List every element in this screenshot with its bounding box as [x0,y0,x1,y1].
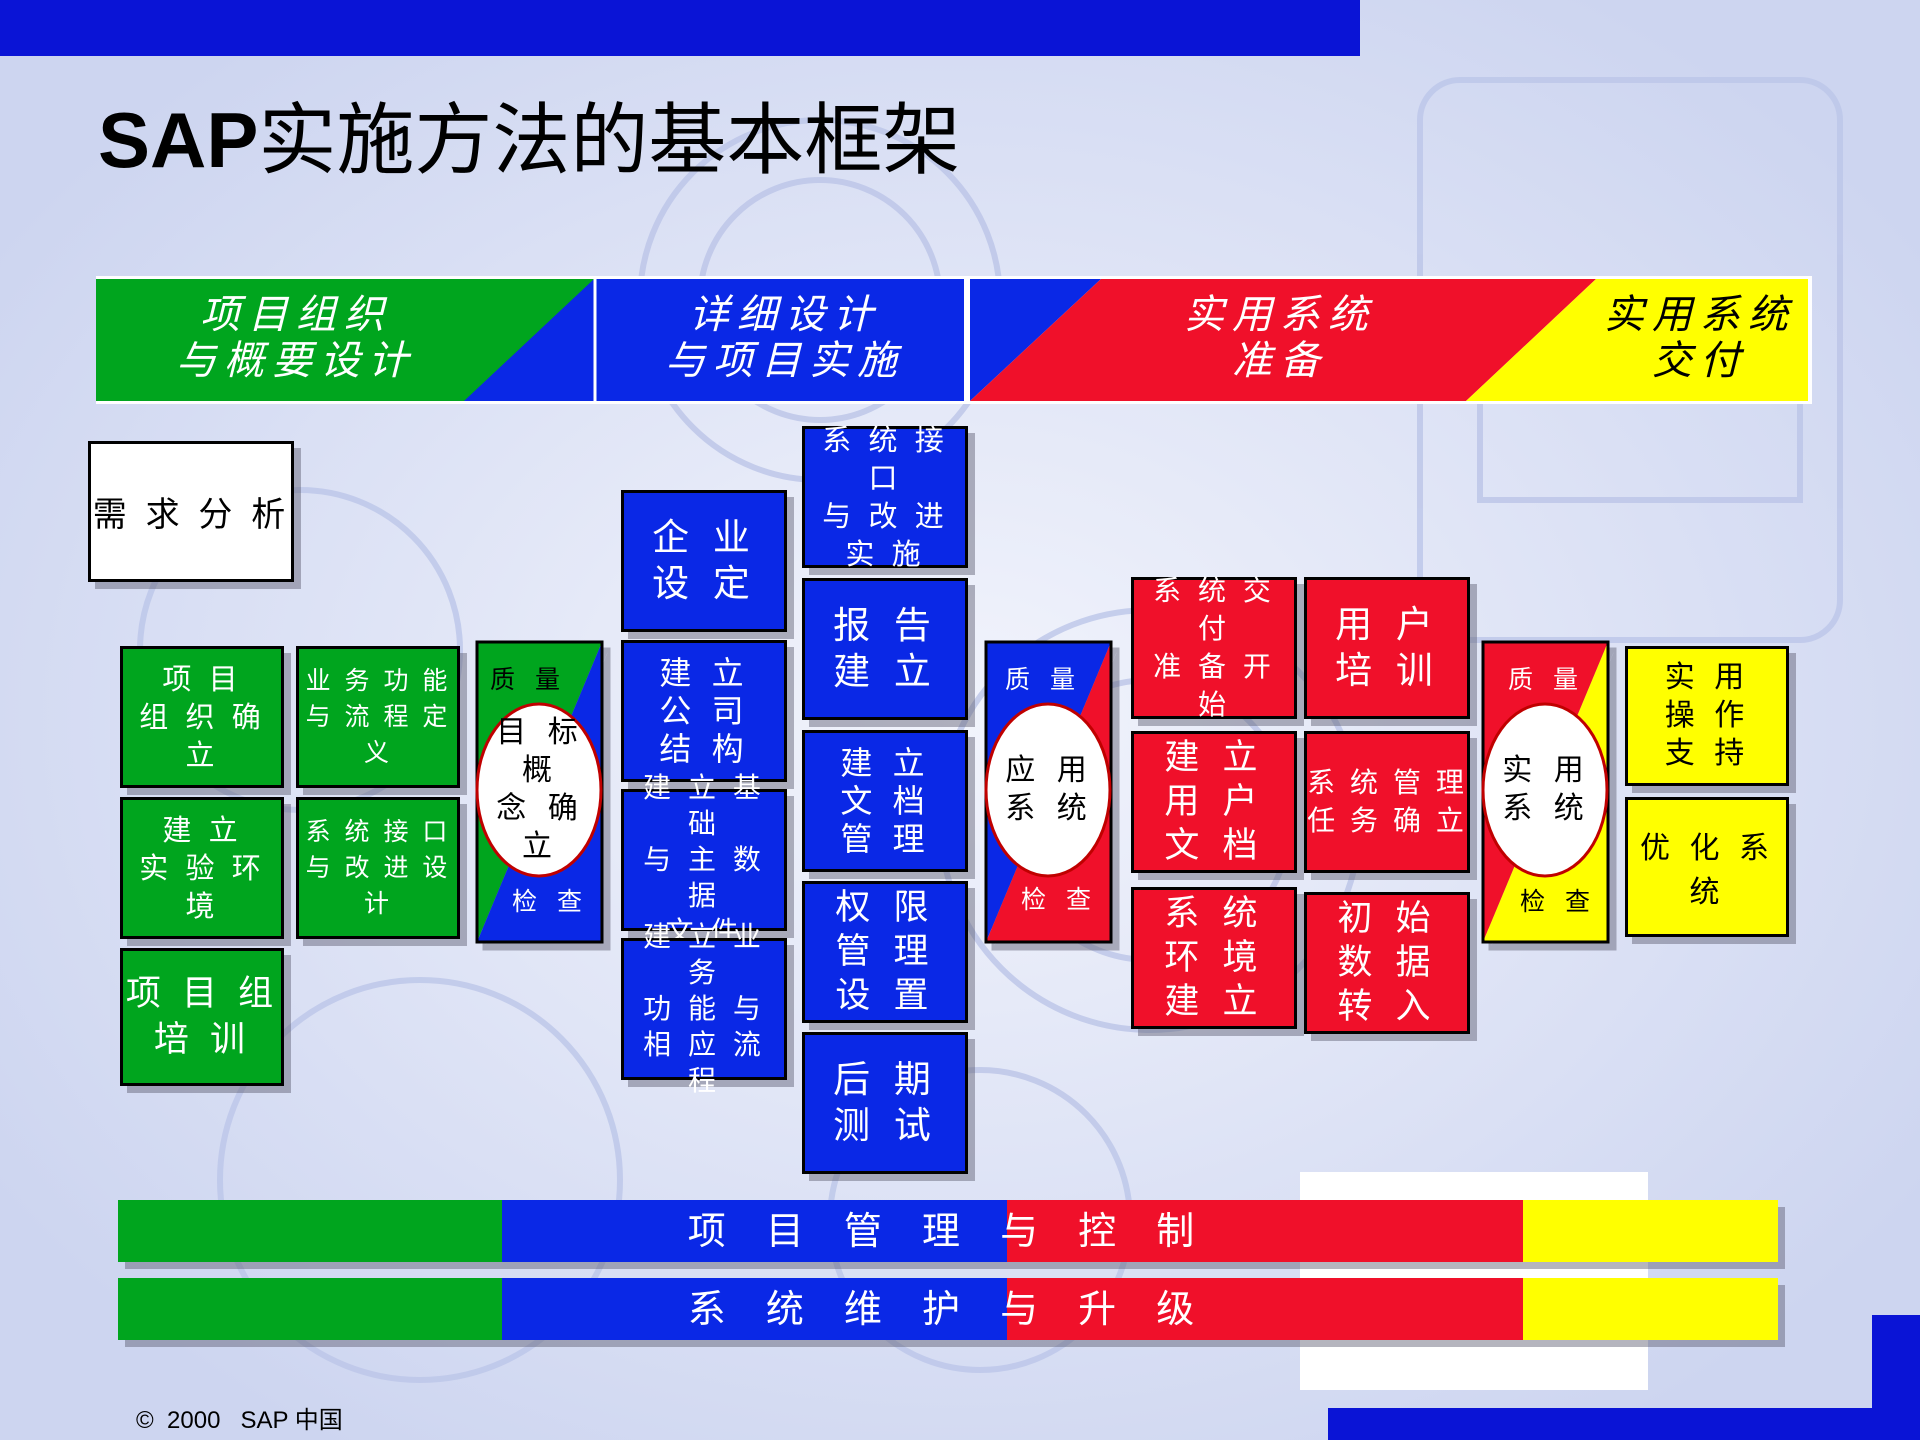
business-process-box: 业 务 功 能 与 流 程 定 义 [296,646,460,788]
phase-header-band [96,276,1812,404]
phase-label-1: 项目组织 与概要设计 [176,293,416,383]
gate-1-top-label: 质 量 [490,665,566,694]
data-migration-box: 初 始 数 据 转 入 [1304,892,1470,1034]
maintenance-bar [118,1278,1778,1340]
gate-3-bottom-label: 检 查 [1520,887,1596,916]
phase-label-4: 实用系统 交付 [1604,293,1796,383]
phase-label-3: 实用系统 准备 [1184,293,1376,383]
quality-gate-3 [1481,640,1610,944]
phase-label-2: 详细设计 与项目实施 [665,293,905,383]
gate-2-top-label: 质 量 [1005,665,1081,694]
authorization-setup-box: 权 限 管 理 设 置 [802,881,968,1023]
copyright-company: SAP 中国 [240,1407,343,1434]
enterprise-setup-box: 企 业 设 定 [621,490,787,632]
management-bar-label: 项 目 管 理 与 控 制 [687,1209,1209,1253]
team-training-box: 项 目 组 培 训 [120,948,284,1086]
company-structure-box: 建 立 公 司 结 构 [621,640,787,782]
title-latin: SAP [98,96,259,184]
master-data-box: 建 立 基 础 与 主 数 据 文 件 [621,771,787,948]
gate-2-middle-label: 应 用 系 统 [1005,753,1093,826]
final-testing-box: 后 期 测 试 [802,1032,968,1174]
system-optimization-box: 优 化 系 统 [1625,797,1789,937]
test-environment-box: 建 立 实 验 环 境 [120,797,284,939]
admin-tasks-box: 系 统 管 理 任 务 确 立 [1304,731,1470,873]
footer-copyright: © 2000 SAP 中国 [136,1400,343,1435]
gate-1-bottom-label: 检 查 [512,887,588,916]
user-training-box: 用 户 培 训 [1304,577,1470,719]
operations-support-box: 实 用 操 作 支 持 [1625,646,1789,786]
requirements-analysis-box: 需 求 分 析 [88,441,294,582]
interface-design-box: 系 统 接 口 与 改 进 设 计 [296,797,460,939]
management-bar [118,1200,1778,1262]
corner-decor-horizontal [1328,1408,1920,1440]
page-title: SAP实施方法的基本框架 [98,95,960,185]
system-environment-box: 系 统 环 境 建 立 [1131,887,1297,1029]
interface-implementation-box: 系 统 接 口 与 改 进 实 施 [802,423,968,571]
delivery-prep-box: 系 统 交 付 准 备 开 始 [1131,574,1297,721]
title-cjk: 实施方法的基本框架 [258,96,961,184]
copyright-symbol: © [136,1407,154,1434]
maintenance-bar-label: 系 统 维 护 与 升 级 [687,1287,1209,1331]
gate-2-bottom-label: 检 查 [1021,885,1097,914]
report-building-box: 报 告 建 立 [802,578,968,720]
gate-3-middle-label: 实 用 系 统 [1502,753,1590,826]
top-banner [0,0,1360,56]
copyright-year: 2000 [167,1407,221,1434]
quality-gate-2 [984,640,1113,944]
project-org-box: 项 目 组 织 确 立 [120,646,284,788]
gate-1-middle-label: 目 标 概 念 确 立 [496,715,584,864]
document-management-box: 建 立 文 档 管 理 [802,730,968,872]
user-documentation-box: 建 立 用 户 文 档 [1131,731,1297,873]
quality-gate-1 [475,640,604,944]
gate-3-top-label: 质 量 [1508,665,1584,694]
business-functions-box: 建 立 业 务 功 能 与 相 应 流 程 [621,920,787,1097]
